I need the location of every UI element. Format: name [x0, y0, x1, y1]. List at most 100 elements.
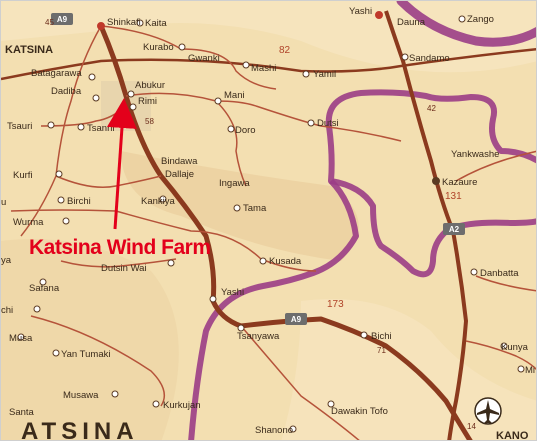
marker-zango	[458, 15, 466, 23]
marker-edge-chi	[33, 305, 41, 313]
label-gwanki: Gwanki	[188, 53, 220, 64]
label-kano: KANO	[496, 430, 529, 441]
distance-58: 58	[145, 117, 154, 126]
label-katsina: KATSINA	[5, 44, 53, 56]
label-dutsi: Dutsi	[317, 118, 339, 129]
label-birchi: Birchi	[67, 196, 91, 207]
marker-danbatta	[470, 268, 478, 276]
label-kunya: Kunya	[501, 342, 529, 353]
marker-kusada	[259, 257, 267, 265]
shield-a2: A2	[443, 223, 465, 235]
label-edge-ya: ya	[1, 255, 12, 266]
label-yan-tumaki: Yan Tumaki	[61, 349, 110, 360]
label-kurkujan: Kurkujan	[163, 400, 201, 411]
label-tsauri: Tsauri	[7, 121, 32, 132]
town-markers	[17, 11, 525, 433]
svg-text:A9: A9	[57, 15, 68, 24]
label-rimi: Rimi	[138, 96, 157, 107]
marker-batagarawa	[88, 73, 96, 81]
marker-kurkujan	[152, 400, 160, 408]
marker-musa	[17, 333, 25, 341]
label-zango: Zango	[467, 14, 494, 25]
state-boundary-east	[325, 89, 536, 278]
terrain-tint-center	[121, 151, 359, 261]
road-minor-9	[240, 325, 360, 440]
distance-42: 42	[427, 104, 436, 113]
terrain-tint-southwest	[1, 239, 179, 440]
marker-doro	[227, 125, 235, 133]
label-musa: Musa	[9, 333, 33, 344]
marker-safana	[39, 278, 47, 286]
label-dauna: Dauna	[397, 17, 426, 28]
marker-yamil	[302, 70, 310, 78]
distance-45: 45	[45, 18, 54, 27]
label-sandamo: Sandamo	[409, 53, 450, 64]
label-yamil: Yamil	[313, 69, 336, 80]
label-bindawa: Bindawa	[161, 156, 198, 167]
marker-rimi	[129, 103, 137, 111]
label-edge-mi: Mi	[525, 365, 535, 376]
marker-edge-mi	[517, 365, 525, 373]
label-dallaje: Dallaje	[165, 169, 194, 180]
marker-mashi	[242, 61, 250, 69]
label-ingawa: Ingawa	[219, 178, 250, 189]
distance-173: 173	[327, 299, 344, 310]
marker-kazaure	[432, 177, 440, 185]
state-boundary-south	[188, 178, 359, 440]
distance-14: 14	[467, 422, 476, 431]
marker-shanono	[289, 425, 297, 433]
marker-dutsi	[307, 119, 315, 127]
label-batagarawa: Batagarawa	[31, 68, 82, 79]
label-dadiba: Dadiba	[51, 86, 82, 97]
marker-kurfi	[55, 170, 63, 178]
marker-yan-tumaki	[52, 349, 60, 357]
svg-text:A2: A2	[449, 225, 460, 234]
marker-musawa	[111, 390, 119, 398]
marker-dadiba	[92, 94, 100, 102]
windfarm-label: Katsina Wind Farm	[29, 236, 211, 259]
label-danbatta: Danbatta	[480, 268, 519, 279]
label-mashi: Mashi	[251, 63, 276, 74]
marker-kunya	[500, 342, 508, 350]
airport-icon	[474, 397, 502, 425]
road-minor-7	[60, 258, 177, 268]
road-minor-1	[100, 25, 277, 90]
svg-text:A9: A9	[291, 315, 302, 324]
label-abukur: Abukur	[135, 80, 165, 91]
marker-shinkafi	[97, 22, 105, 30]
label-wurma: Wurma	[13, 217, 44, 228]
marker-bichi	[360, 331, 368, 339]
road-minor-8	[30, 315, 166, 407]
label-yankwashe: Yankwashe	[451, 149, 499, 160]
label-shinkafi: Shinkafi	[107, 17, 141, 28]
marker-yashi-s	[209, 295, 217, 303]
marker-sandamo	[401, 53, 409, 61]
shield-a9-north: A9	[51, 13, 73, 25]
marker-dawakin-tofo	[327, 400, 335, 408]
label-tsanyawa: Tsanyawa	[237, 331, 280, 342]
label-tsanni: Tsanni	[87, 123, 114, 134]
road-minor-14	[455, 150, 536, 182]
road-minor-11	[475, 275, 536, 292]
road-minor-3	[215, 100, 247, 187]
marker-tsauri	[47, 121, 55, 129]
label-kusada: Kusada	[269, 256, 302, 267]
label-kurabo: Kurabo	[143, 42, 174, 53]
road-east-west-north	[1, 47, 536, 81]
marker-kaita	[136, 19, 144, 27]
marker-tsanyawa	[237, 324, 245, 332]
label-kazaure: Kazaure	[442, 177, 477, 188]
label-shanono: Shanono	[255, 425, 293, 436]
label-edge-u: u	[1, 197, 6, 208]
terrain-tint-southeast	[281, 299, 536, 440]
marker-kankiya	[159, 195, 167, 203]
label-bichi: Bichi	[371, 331, 392, 342]
shield-a9-south: A9	[285, 313, 307, 325]
windfarm-arrow	[107, 98, 137, 230]
distance-82: 82	[279, 45, 291, 56]
label-doro: Doro	[235, 125, 256, 136]
distance-131: 131	[445, 191, 462, 202]
road-minor-13	[20, 25, 102, 237]
